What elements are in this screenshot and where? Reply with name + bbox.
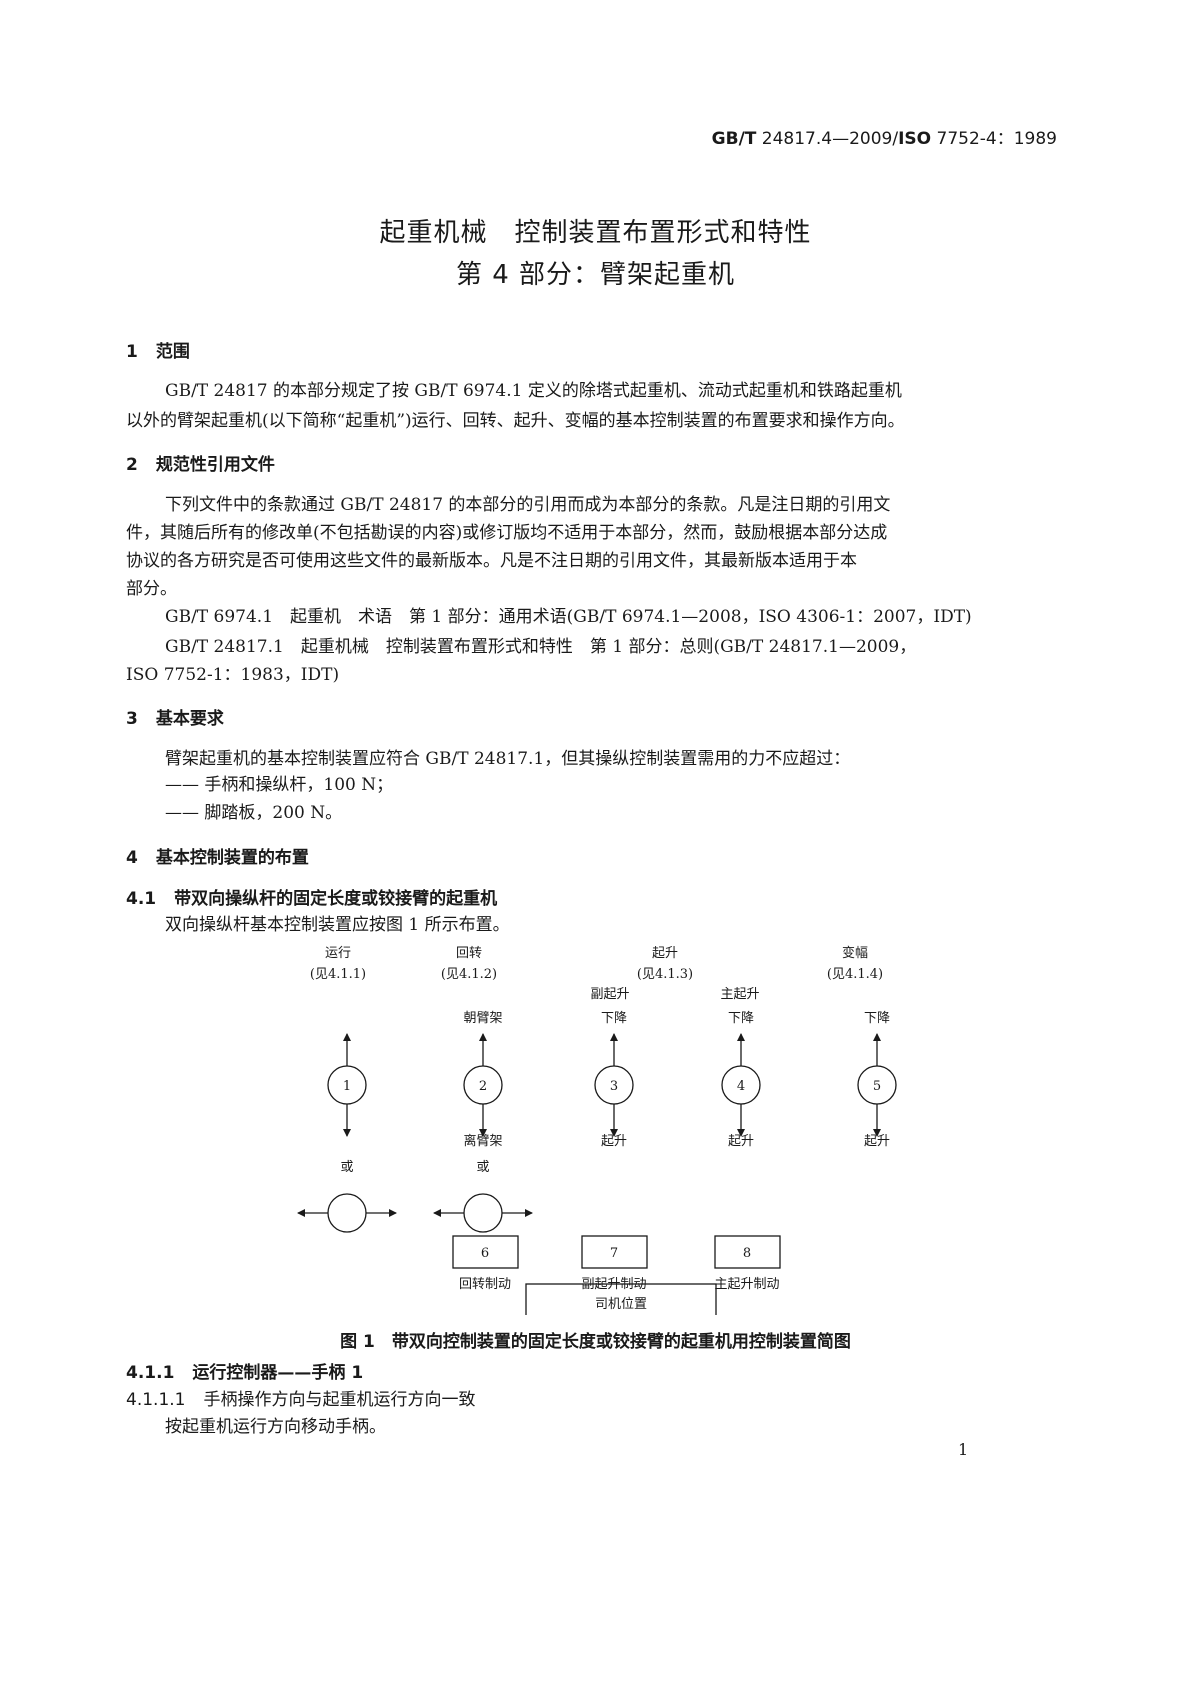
pedal-8-box [714,1235,781,1269]
pedal-8-label: 主起升制动 [714,1277,779,1292]
handle-4-bottom-label: 起升 [728,1134,754,1149]
handle-4-number: 4 [737,1079,745,1094]
section-4-1-1-1-para: 按起重机运行方向移动手柄。 [165,1417,386,1437]
force-limit-item-2: —— 脚踏板，200 N。 [165,803,343,823]
iso-prefix: ISO [898,129,932,149]
normative-reference-1: GB/T 6974.1 起重机 术语 第 1 部分：通用术语(GB/T 6974… [165,607,972,627]
group-ref-travel: (见4.1.1) [310,967,366,982]
section-number: 2 [126,455,138,475]
group-label-travel: 运行 [325,946,351,961]
figure-1-caption: 图 1 带双向控制装置的固定长度或铰接臂的起重机用控制装置简图 [340,1332,851,1352]
pedal-8-number: 8 [743,1246,751,1261]
handle-2-bottom-label: 离臂架 [463,1133,502,1149]
group-ref-hoist: (见4.1.3) [637,967,693,982]
group-label-slew: 回转 [456,946,482,961]
handle-4-circle [721,1065,761,1105]
normative-reference-2-line2: ISO 7752-1：1983，IDT) [126,665,340,685]
section-title: 手柄操作方向与起重机运行方向一致 [203,1390,476,1410]
normative-reference-2-line1: GB/T 24817.1 起重机械 控制装置布置形式和特性 第 1 部分：总则(… [165,637,917,657]
section-3-para: 臂架起重机的基本控制装置应符合 GB/T 24817.1，但其操纵控制装置需用的… [165,749,851,769]
or-label-travel: 或 [340,1160,353,1175]
section-1-heading: 1 范围 [126,337,190,362]
standard-code-prefix: GB/T [711,129,757,149]
alt-handle-2-circle [463,1193,503,1233]
section-4-heading: 4 基本控制装置的布置 [126,843,309,868]
section-title: 基本控制装置的布置 [155,848,309,868]
pedal-7-label: 副起升制动 [581,1277,646,1292]
section-3-heading: 3 基本要求 [126,704,224,729]
handle-3-circle [594,1065,634,1105]
or-label-slew: 或 [476,1160,489,1175]
section-2-para-line4: 部分。 [126,579,177,599]
section-2-para-line3: 协议的各方研究是否可使用这些文件的最新版本。凡是不注日期的引用文件，其最新版本适… [126,551,857,571]
pedal-6-box [452,1235,519,1269]
section-title: 运行控制器——手柄 1 [192,1363,364,1383]
group-label-luffing: 变幅 [842,945,868,961]
section-4-1-1-1-heading: 4.1.1.1 手柄操作方向与起重机运行方向一致 [126,1385,475,1410]
group-ref-slew: (见4.1.2) [441,967,497,982]
handle-1-circle [327,1065,367,1105]
section-2-heading: 2 规范性引用文件 [126,450,275,475]
section-number: 4 [126,848,138,868]
handle-5-circle [857,1065,897,1105]
page-number: 1 [958,1440,969,1459]
pedal-7-number: 7 [610,1246,618,1261]
standard-code-number: 24817.4—2009/ [761,129,899,149]
standard-code: GB/T 24817.4—2009/ISO 7752-4：1989 [712,124,1057,149]
handle-5-bottom-label: 起升 [864,1134,890,1149]
section-1-para-line1: GB/T 24817 的本部分规定了按 GB/T 6974.1 定义的除塔式起重… [165,381,902,401]
section-number: 4.1 [126,889,157,909]
pedal-6-number: 6 [481,1246,489,1261]
section-title: 范围 [155,342,190,362]
handle-3-bottom-label: 起升 [601,1134,627,1149]
section-number: 1 [126,342,138,362]
figure-1-control-diagram: 运行 (见4.1.1) 回转 (见4.1.2) 起升 (见4.1.3) 变幅 (… [297,945,897,1315]
operator-position-box [525,1283,717,1315]
section-number: 4.1.1.1 [126,1390,186,1410]
pedal-7-box [581,1235,648,1269]
section-2-para-line1: 下列文件中的条款通过 GB/T 24817 的本部分的引用而成为本部分的条款。凡… [165,495,891,515]
section-number: 3 [126,709,138,729]
group-ref-luffing: (见4.1.4) [827,967,883,982]
section-title: 带双向操纵杆的固定长度或铰接臂的起重机 [174,889,498,909]
document-title-line2: 第 4 部分：臂架起重机 [455,260,736,290]
handle-4-top-label: 下降 [728,1011,754,1026]
handle-3-number: 3 [610,1079,618,1094]
handle-2-top-label: 朝臂架 [463,1011,502,1026]
section-4-1-heading: 4.1 带双向操纵杆的固定长度或铰接臂的起重机 [126,884,497,909]
sub-label-aux-hoist: 副起升 [590,987,629,1002]
handle-2-number: 2 [479,1079,487,1094]
handle-5-top-label: 下降 [864,1011,890,1026]
section-title: 基本要求 [155,709,224,729]
iso-number: 7752-4：1989 [936,129,1057,149]
pedal-6-label: 回转制动 [459,1277,511,1292]
alt-handle-1-circle [327,1193,367,1233]
handle-5-number: 5 [873,1079,881,1094]
section-1-para-line2: 以外的臂架起重机(以下简称“起重机”)运行、回转、起升、变幅的基本控制装置的布置… [126,411,905,431]
section-4-1-1-heading: 4.1.1 运行控制器——手柄 1 [126,1358,363,1383]
handle-3-top-label: 下降 [601,1011,627,1026]
operator-position-label: 司机位置 [595,1297,647,1312]
section-number: 4.1.1 [126,1363,175,1383]
section-title: 规范性引用文件 [155,455,275,475]
handle-1-number: 1 [343,1079,351,1094]
group-label-hoist: 起升 [652,946,678,961]
section-4-1-para: 双向操纵杆基本控制装置应按图 1 所示布置。 [165,915,510,935]
handle-2-circle [463,1065,503,1105]
sub-label-main-hoist: 主起升 [720,987,759,1002]
document-title-line1: 起重机械 控制装置布置形式和特性 [379,218,812,248]
force-limit-item-1: —— 手柄和操纵杆，100 N； [165,775,394,795]
section-2-para-line2: 件，其随后所有的修改单(不包括勘误的内容)或修订版均不适用于本部分，然而，鼓励根… [126,523,888,543]
